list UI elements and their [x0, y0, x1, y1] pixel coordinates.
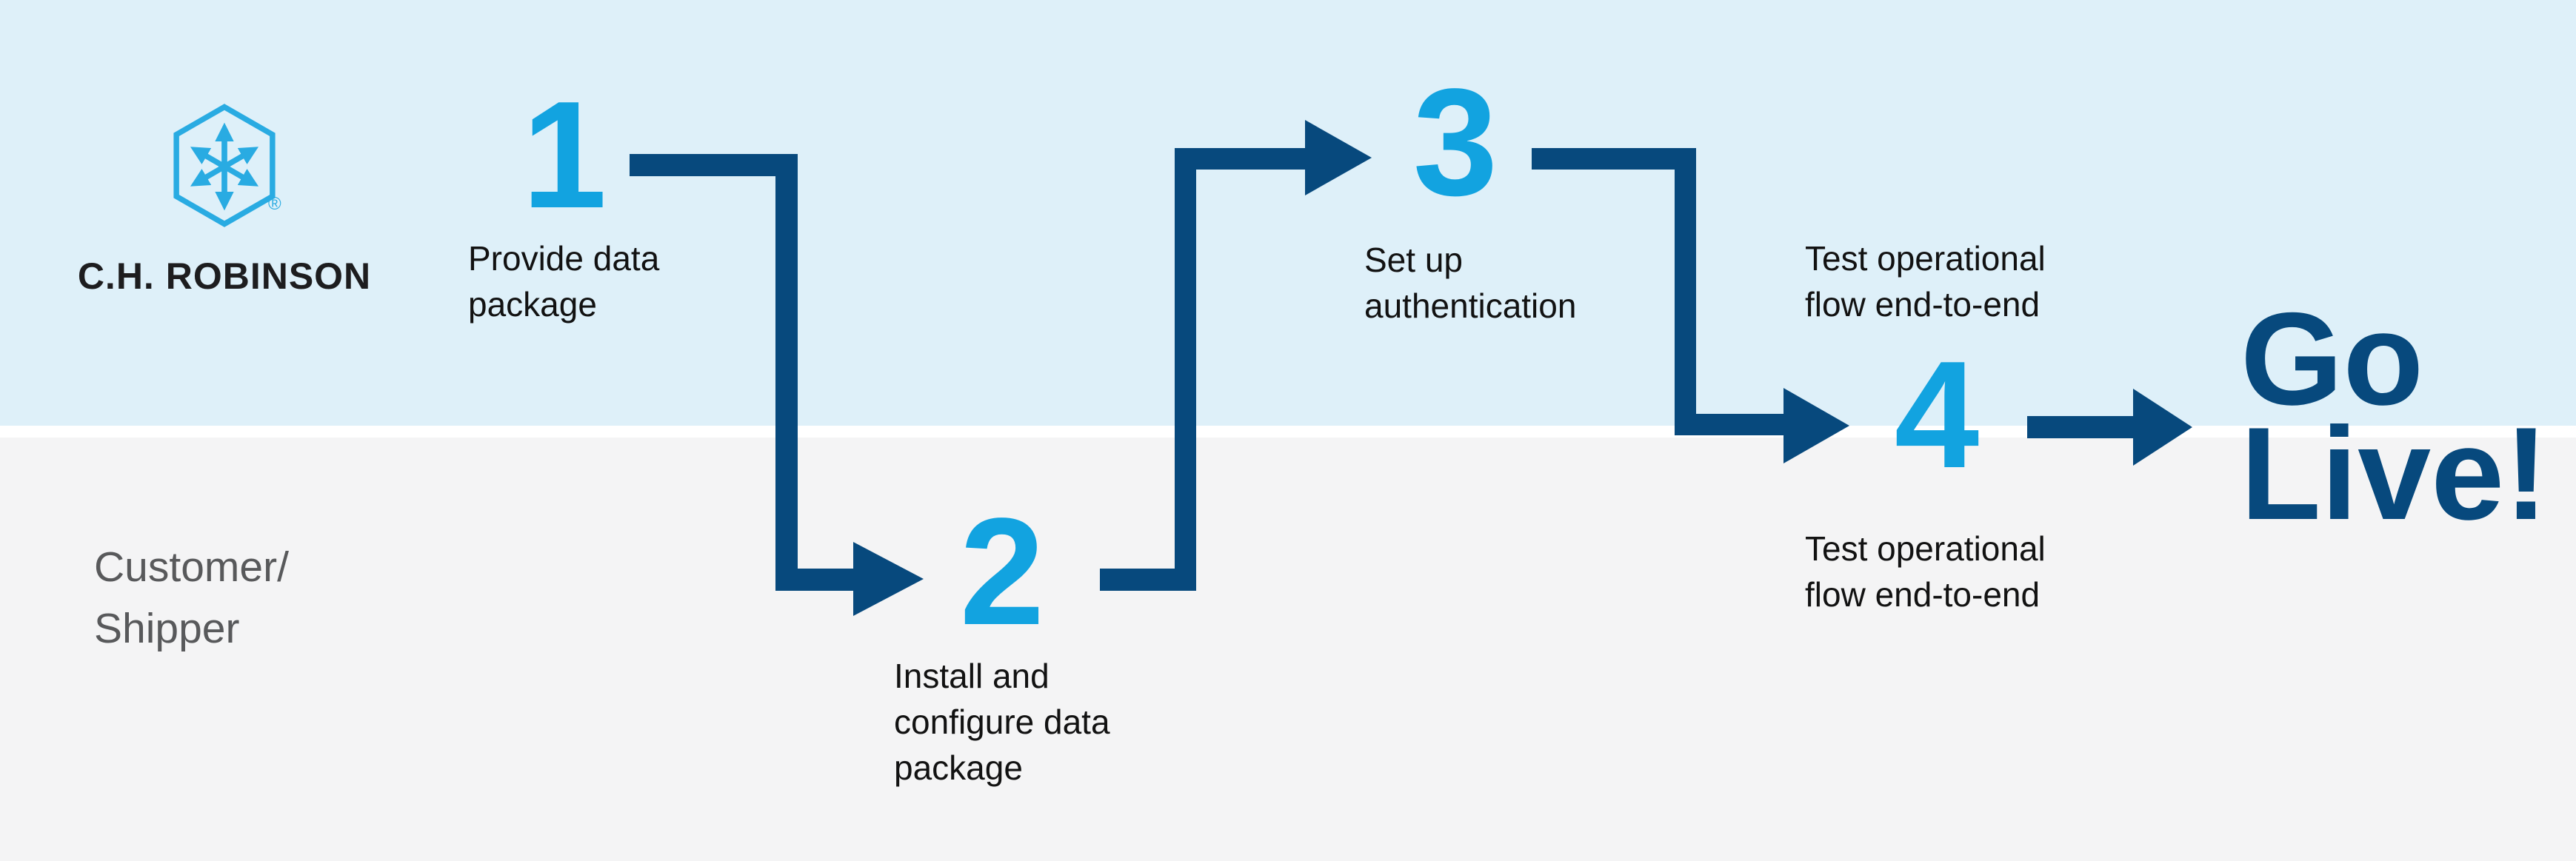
step-1-label-line: package: [468, 285, 597, 324]
step-3-label: Set up authentication: [1364, 237, 1576, 329]
step-2-label-line: Install and: [894, 657, 1050, 695]
arrow-3-to-4-elbow-bar: [1675, 414, 1783, 435]
arrow-3-to-4-vertical-bar: [1675, 148, 1696, 435]
arrow-2-to-3-vertical-bar: [1175, 148, 1196, 591]
step-2-label-line: configure data: [894, 703, 1110, 741]
chrobinson-hexagon-cube-arrows-icon: [173, 104, 276, 227]
step-1-label: Provide data package: [468, 235, 659, 327]
step-4-number: 4: [1894, 329, 1980, 500]
step-4-label-top-line: Test operational: [1805, 239, 2046, 278]
arrow-1-to-2-elbow-bar: [775, 569, 853, 591]
go-live-title: Go Live!: [2240, 285, 2549, 547]
arrow-4-to-golive-arrowhead-icon: [2133, 389, 2192, 466]
step-1-label-line: Provide data: [468, 239, 660, 278]
arrow-1-to-2-vertical-bar: [775, 154, 798, 591]
lane-divider: [0, 426, 2576, 438]
arrow-2-to-3-elbow-bar: [1175, 148, 1305, 170]
registered-trademark-symbol: ®: [268, 194, 281, 214]
chrobinson-wordmark: C.H. ROBINSON: [77, 255, 372, 297]
go-live-title-line: Live!: [2240, 400, 2549, 547]
step-2-label: Install and configure data package: [894, 653, 1110, 791]
arrow-2-to-3-arrowhead-icon: [1305, 120, 1372, 195]
step-2-label-line: package: [894, 748, 1023, 787]
step-2-number: 2: [959, 486, 1045, 657]
step-4-label-bottom: Test operational flow end-to-end: [1805, 526, 2046, 617]
customer-shipper-lane-background: [0, 438, 2576, 861]
lane-label-line: Customer/: [94, 543, 289, 591]
go-live-title-line: Go: [2240, 285, 2424, 432]
arrow-4-to-golive-horizontal-bar: [2027, 416, 2133, 438]
chrobinson-lane-background: [0, 0, 2576, 426]
step-3-number: 3: [1412, 57, 1498, 227]
lane-label-line: Shipper: [94, 605, 240, 652]
arrow-1-to-2-arrowhead-icon: [853, 542, 924, 616]
step-1-number: 1: [521, 70, 607, 240]
step-4-label-bottom-line: flow end-to-end: [1805, 575, 2041, 614]
arrow-1-to-2-horizontal-bar: [630, 154, 798, 176]
step-4-label-bottom-line: Test operational: [1805, 529, 2046, 568]
customer-shipper-lane-label: Customer/ Shipper: [94, 537, 289, 660]
step-4-label-top-line: flow end-to-end: [1805, 285, 2041, 324]
step-4-label-top: Test operational flow end-to-end: [1805, 235, 2046, 327]
step-3-label-line: authentication: [1364, 287, 1577, 325]
arrow-3-to-4-arrowhead-icon: [1783, 388, 1849, 463]
arrow-3-to-4-horizontal-bar: [1532, 148, 1696, 170]
step-3-label-line: Set up: [1364, 241, 1463, 279]
